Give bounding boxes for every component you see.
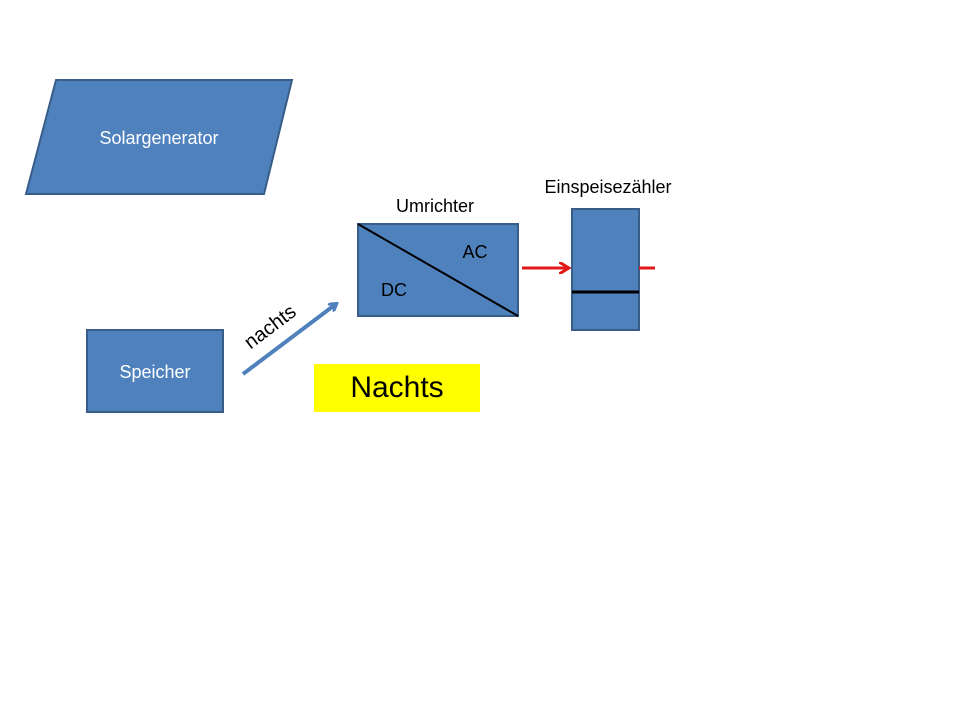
blue-arrow	[241, 304, 336, 376]
edge-label-nachts: nachts	[240, 301, 300, 354]
ac-label: AC	[462, 242, 487, 262]
solargenerator-shape	[24, 79, 294, 195]
umrichter-label: Umrichter	[396, 196, 474, 216]
edge-speicher-umrichter: nachts	[240, 301, 336, 376]
umrichter-node: Umrichter AC DC	[357, 196, 519, 317]
speicher-shape	[86, 329, 224, 413]
solargenerator-label: Solargenerator	[99, 128, 218, 148]
speicher-label: Speicher	[119, 362, 190, 382]
dc-label: DC	[381, 280, 407, 300]
umrichter-diagonal	[357, 223, 519, 317]
einspeisezaehler-label: Einspeisezähler	[544, 177, 671, 197]
einspeisezaehler-node: Einspeisezähler	[544, 177, 672, 331]
einspeisezaehler-shape	[571, 208, 640, 331]
solargenerator-node: Solargenerator	[24, 79, 294, 195]
caption-nachts: Nachts	[314, 364, 480, 412]
speicher-node: Speicher	[86, 329, 224, 413]
